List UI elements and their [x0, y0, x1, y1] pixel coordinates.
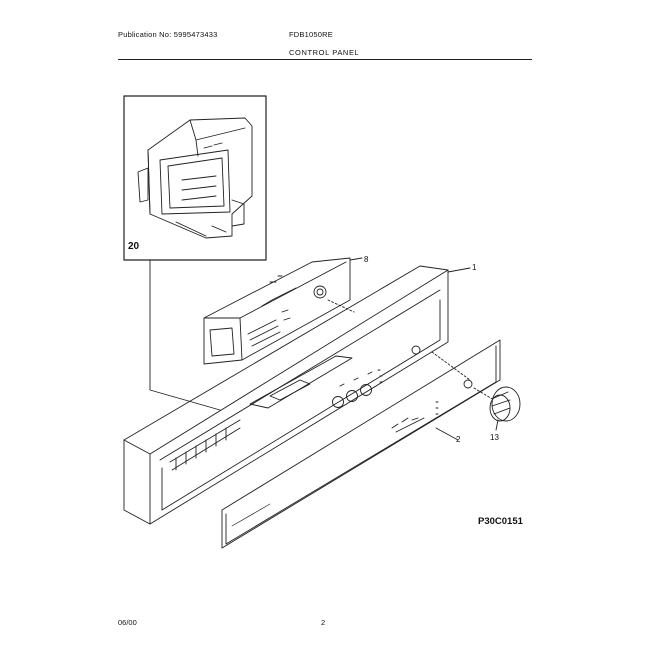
knob-assembly-line: [473, 387, 495, 401]
callout-2: 2: [456, 435, 461, 444]
console-overlay: [221, 339, 501, 549]
knob-callout-leader: [495, 419, 499, 431]
overlay-assembly-line: [431, 351, 471, 381]
section-title: CONTROL PANEL: [289, 48, 360, 57]
overlay-callout-leader: [435, 427, 459, 441]
panel-callout-leader: [447, 267, 471, 273]
inset-detail-box: [123, 95, 267, 261]
drawing-id: P30C0151: [478, 516, 524, 527]
control-panel: [123, 265, 449, 525]
footer-date: 06/00: [118, 618, 137, 627]
board-assembly-line: [327, 299, 355, 313]
inset-leader-line: [149, 259, 221, 411]
header-rule: [118, 59, 532, 60]
model-number: FDB1050RE: [289, 30, 333, 39]
callout-20: 20: [128, 241, 140, 252]
control-board: [203, 257, 351, 365]
board-callout-leader: [349, 257, 363, 261]
publication-number: Publication No: 5995473433: [118, 30, 218, 39]
page-number: 2: [321, 618, 326, 627]
callout-8: 8: [364, 255, 369, 264]
callout-1: 1: [472, 263, 477, 272]
selector-knob: [489, 386, 521, 422]
callout-13: 13: [490, 433, 499, 442]
